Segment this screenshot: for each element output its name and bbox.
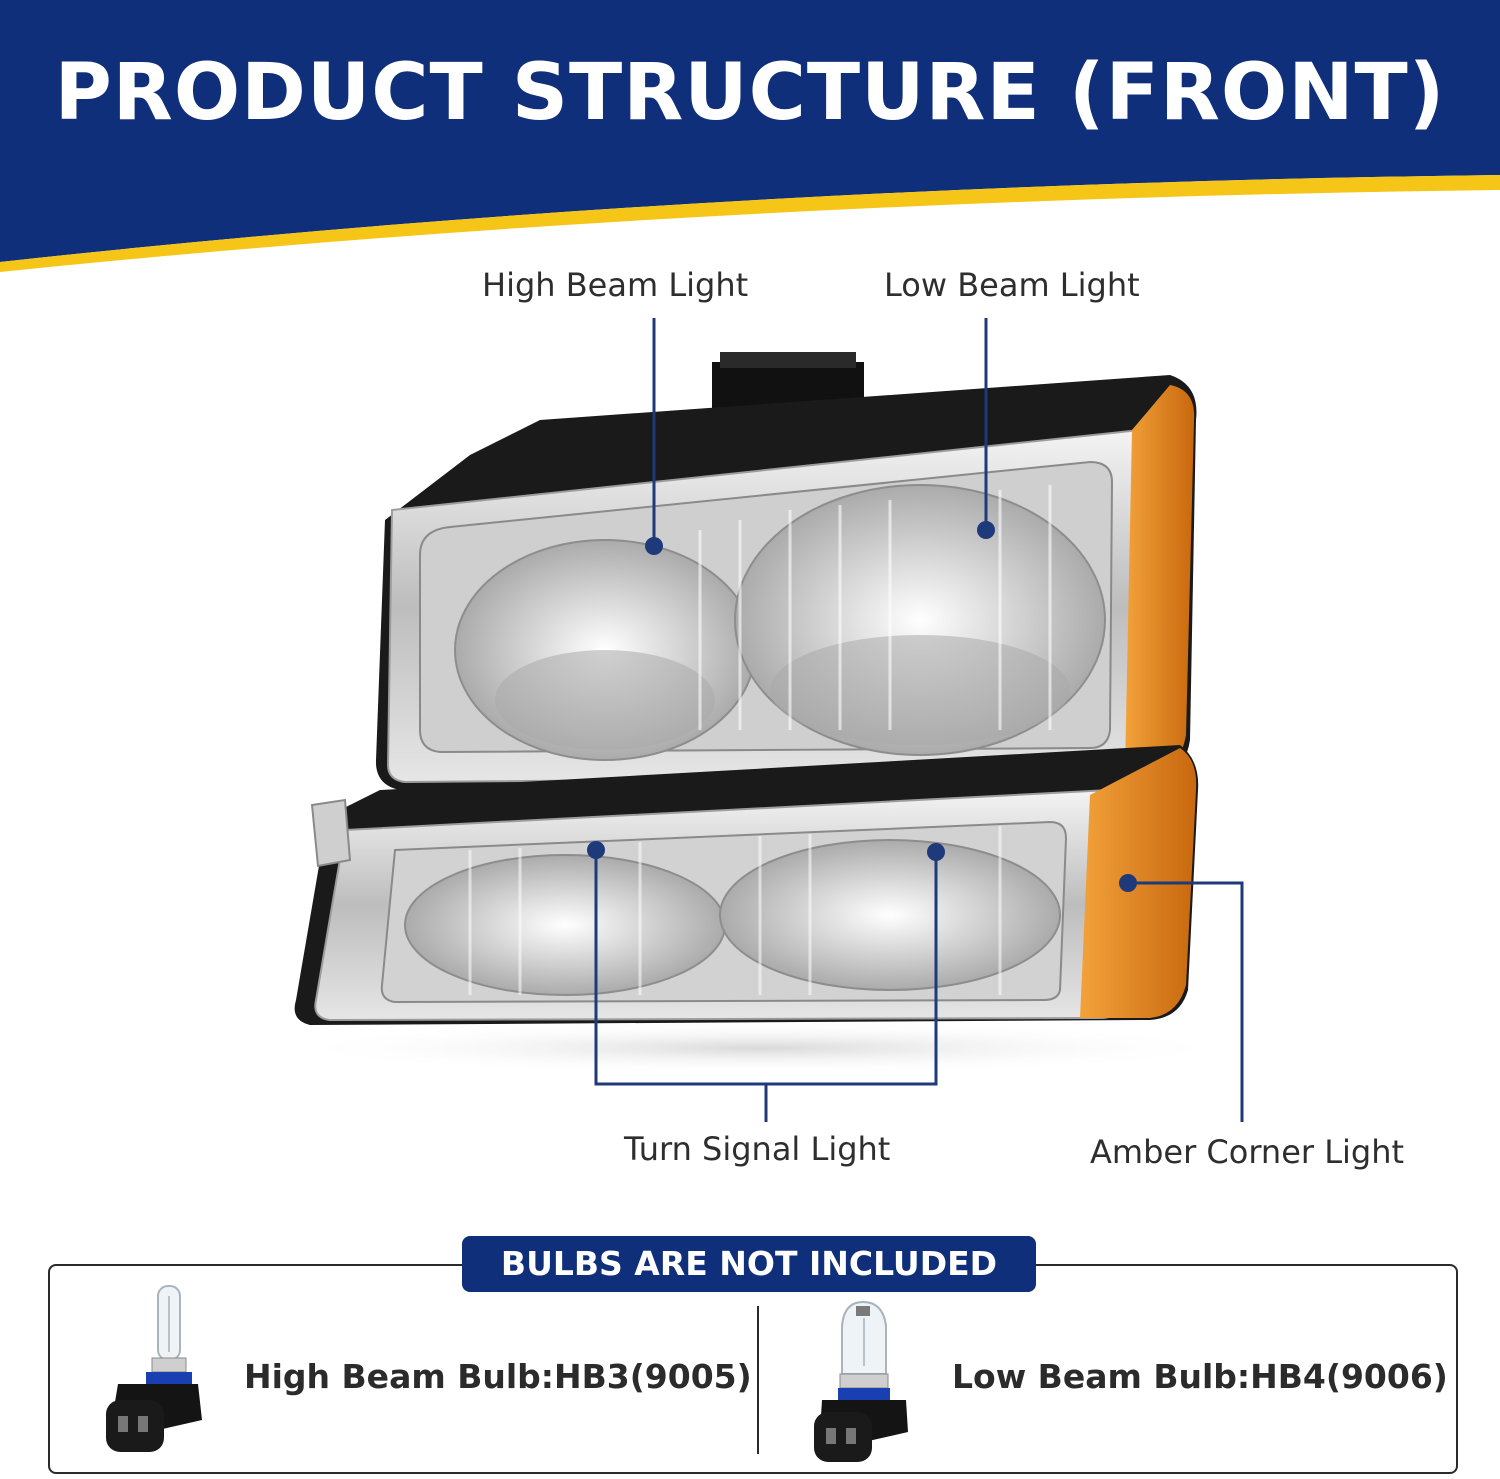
page-title: PRODUCT STRUCTURE (FRONT) xyxy=(54,48,1446,138)
callout-markers xyxy=(587,521,1137,892)
label-low-beam-light: Low Beam Light xyxy=(884,266,1140,304)
lower-signal-lamp xyxy=(294,745,1199,1025)
label-amber-corner-light: Amber Corner Light xyxy=(1090,1133,1405,1171)
hb3-bulb-icon xyxy=(106,1285,202,1452)
hb4-bulb-icon xyxy=(814,1300,908,1462)
label-turn-signal-light: Turn Signal Light xyxy=(624,1130,891,1168)
upper-headlight xyxy=(375,375,1197,790)
bulbs-not-included-badge: BULBS ARE NOT INCLUDED xyxy=(462,1236,1036,1292)
high-beam-bulb-label: High Beam Bulb:HB3(9005) xyxy=(244,1357,752,1396)
floor-shadow xyxy=(280,1022,1240,1074)
callout-lines xyxy=(594,318,1244,1122)
headlight-assembly-illustration xyxy=(280,318,1244,1122)
header-banner: PRODUCT STRUCTURE (FRONT) xyxy=(0,0,1500,280)
banner-background xyxy=(0,0,1500,272)
label-high-beam-light: High Beam Light xyxy=(482,266,749,304)
bulb-box-divider xyxy=(757,1306,759,1454)
low-beam-bulb-label: Low Beam Bulb:HB4(9006) xyxy=(952,1357,1448,1396)
